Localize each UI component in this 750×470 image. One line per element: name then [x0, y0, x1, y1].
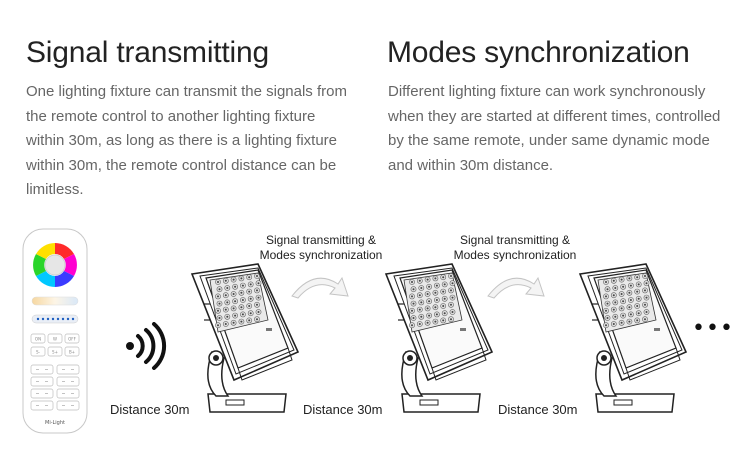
description-line: and within 30m distance. — [388, 156, 554, 174]
description-line: limitless. — [26, 181, 84, 198]
remote-brand-label: Mi-Light — [45, 420, 65, 426]
caption-line: Signal transmitting & — [265, 233, 377, 247]
distance-label: Distance 30m — [303, 402, 383, 417]
distance-label: Distance 30m — [498, 402, 578, 417]
remote-button-label: B+ — [69, 350, 75, 355]
description-line: when they are started at different times… — [388, 107, 721, 125]
caption-line: Signal transmitting & — [459, 233, 571, 247]
modes-synchronization-description: Different lighting fixture can work sync… — [388, 80, 720, 178]
sync-caption: Signal transmitting & Modes synchronizat… — [256, 233, 386, 263]
floodlight-image — [576, 262, 696, 414]
remote-button-label: OFF — [68, 337, 76, 342]
description-line: the remote control to another lighting f… — [26, 107, 316, 125]
sync-caption: Signal transmitting & Modes synchronizat… — [450, 233, 580, 263]
remote-button-label: ON — [35, 337, 41, 342]
wireless-signal-icon — [124, 322, 168, 370]
caption-line: Modes synchronization — [259, 248, 383, 262]
description-line: One lighting fixture can transmit the si… — [26, 83, 347, 100]
distance-label: Distance 30m — [110, 402, 190, 417]
remote-button-label: S- — [36, 350, 41, 355]
floodlight-image — [382, 262, 502, 414]
curved-arrow-icon — [484, 270, 550, 302]
remote-button-label: S+ — [52, 350, 58, 355]
curved-arrow-icon — [288, 270, 354, 302]
description-line: Different lighting fixture can work sync… — [388, 83, 706, 100]
description-line: within 30m, the remote control distance … — [26, 156, 337, 174]
modes-synchronization-title: Modes synchronization — [387, 36, 690, 69]
floodlight-image — [188, 262, 308, 414]
signal-transmitting-title: Signal transmitting — [26, 36, 269, 69]
more-ellipsis: ••• — [692, 316, 734, 341]
description-line: by the same remote, under same dynamic m… — [388, 132, 710, 149]
caption-line: Modes synchronization — [453, 248, 577, 262]
remote-button-label: W — [53, 337, 57, 342]
description-line: within 30m, as long as there is a lighti… — [26, 132, 337, 149]
remote-control-image: ON W OFF S- S+ B+ Mi-Light — [22, 228, 88, 434]
signal-transmitting-description: One lighting fixture can transmit the si… — [26, 80, 347, 203]
